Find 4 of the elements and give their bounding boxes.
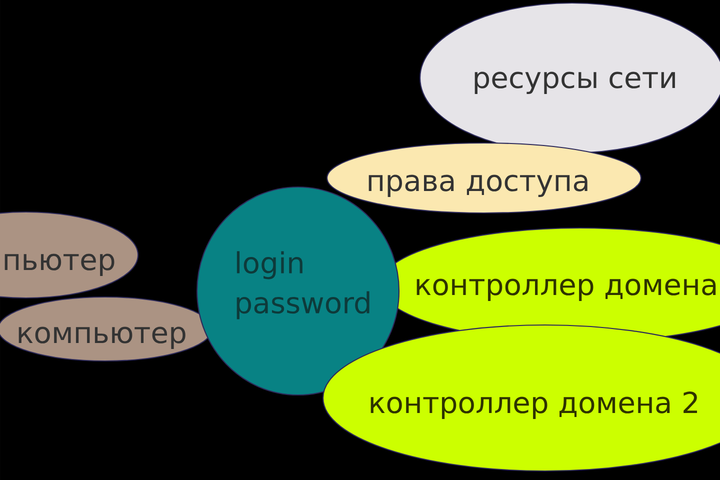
node-label: контроллер домена [416,278,716,302]
ellipse-node: права доступа [326,142,642,214]
ellipse-node: контроллер домена 2 [322,324,720,472]
ellipse-node: ресурсы сети [419,2,720,154]
